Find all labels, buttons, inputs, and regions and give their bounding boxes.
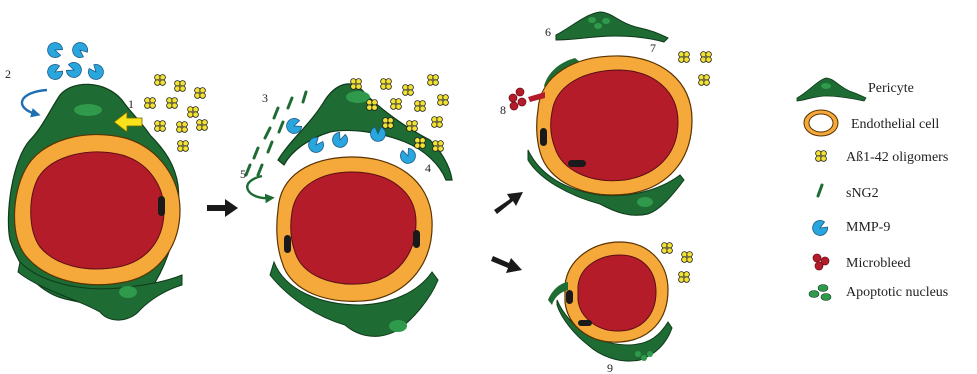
- oligomer-icon: [816, 151, 827, 162]
- apoptotic-nucleus-icon: [809, 285, 831, 301]
- step-number-9: 9: [607, 361, 613, 374]
- step-number-6: 6: [545, 25, 551, 39]
- legend: Pericyte Endothelial cell Aß1-42 oligome…: [797, 78, 948, 301]
- transition-arrow-2a: [494, 192, 523, 214]
- panel-healthy-vessel: 1 2: [5, 40, 207, 321]
- sng2-icon: [818, 185, 822, 196]
- pericyte-nucleus: [74, 104, 102, 116]
- step-number-4: 4: [425, 161, 431, 175]
- curl-arrow-sng2: [247, 176, 270, 198]
- step-number-8: 8: [500, 103, 506, 117]
- endothelial-cell-icon: [804, 110, 838, 136]
- endothelial-nucleus: [158, 196, 165, 216]
- step-number-5: 5: [240, 167, 246, 181]
- panel-pericyte-detachment: 3 4 5: [240, 75, 452, 337]
- endothelial-nucleus: [540, 128, 547, 146]
- legend-label-sng2: sNG2: [846, 186, 879, 201]
- legend-label-endothelial: Endothelial cell: [851, 117, 939, 132]
- pericyte-nucleus-lower: [389, 320, 407, 332]
- endothelial-nucleus-b: [413, 230, 420, 248]
- endothelial-nucleus-b: [568, 160, 586, 167]
- sng2-group: [246, 92, 306, 175]
- step-number-1: 1: [128, 97, 134, 111]
- vessel-lumen: [291, 172, 416, 284]
- microbleed-icon: [813, 254, 829, 270]
- apoptotic-pericyte: [556, 12, 668, 42]
- legend-label-mmp9: MMP-9: [846, 220, 890, 235]
- step-number-7: 7: [650, 41, 656, 55]
- mmp9-icon: [810, 218, 830, 238]
- mmp9-group: [45, 40, 107, 83]
- step-number-3: 3: [262, 91, 268, 105]
- legend-label-pericyte: Pericyte: [868, 81, 914, 96]
- transition-arrow-2b: [491, 256, 522, 273]
- vessel-lumen: [31, 152, 164, 269]
- pericyte-nucleus-lower: [119, 286, 137, 298]
- transition-arrow-1: [207, 199, 238, 217]
- vessel-lumen: [578, 255, 656, 331]
- pericyte-nucleus: [346, 91, 370, 103]
- endothelial-nucleus: [284, 235, 291, 253]
- legend-label-apoptotic-nucleus: Apoptotic nucleus: [846, 285, 948, 300]
- legend-label-microbleed: Microbleed: [846, 256, 911, 271]
- legend-label-oligomers: Aß1-42 oligomers: [846, 150, 948, 165]
- curl-arrow-mmp9: [22, 90, 47, 114]
- step-number-2: 2: [5, 67, 11, 81]
- oligomer-group: [679, 52, 712, 86]
- pericyte-icon: [797, 78, 866, 101]
- panel-microbleed: 6 7 8: [500, 12, 711, 215]
- panel-pericyte-apoptosis: 9: [548, 242, 692, 374]
